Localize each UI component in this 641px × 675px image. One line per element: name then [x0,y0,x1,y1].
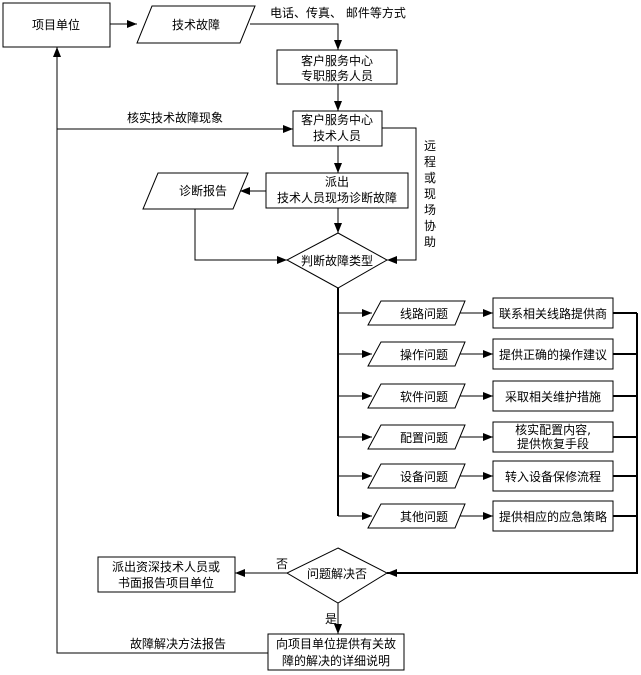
node-escalate: 派出资深技术人员或 书面报告项目单位 [97,556,236,593]
action-label: 采取相关维护措施 [505,390,601,404]
connectors [53,20,638,654]
solution-report-label: 故障解决方法报告 [130,636,226,651]
remote-char: 协 [424,218,436,233]
no-label: 否 [276,557,288,571]
problem-parallelogram [367,341,466,367]
action-label: 提供相应的应急策略 [499,509,607,524]
node-resolved: 问题解决否 [285,547,389,604]
remote-char: 场 [424,203,436,217]
problem-parallelogram [367,503,466,529]
problem-label: 设备问题 [400,470,448,484]
cs-dedicated-line2: 专职服务人员 [301,68,373,83]
problem-label: 配置问题 [400,431,448,445]
action-label: 提供恢复手段 [517,436,589,451]
branch-row: 其他问题 提供相应的应急策略 [338,500,637,532]
resolved-label: 问题解决否 [307,567,367,581]
action-box [492,460,614,492]
diagnosis-report-label: 诊断报告 [179,183,227,198]
action-label: 提供正确的操作建议 [499,347,607,362]
action-label: 转入设备保修流程 [505,469,601,484]
remote-assist-label: 远程或现场协助 [424,139,436,249]
node-project-unit: 项目单位 [2,2,111,48]
problem-parallelogram [367,463,466,489]
node-cs-technical: 客户服务中心 技术人员 [292,110,383,147]
action-label: 联系相关线路提供商 [499,306,607,321]
action-box [492,500,614,532]
problem-label: 软件问题 [400,390,448,404]
branch-row: 操作问题 提供正确的操作建议 [338,338,637,370]
problem-parallelogram [367,424,466,450]
node-judge-type: 判断故障类型 [285,232,389,289]
action-box [492,380,614,412]
problem-label: 操作问题 [400,347,448,362]
cs-technical-line2: 技术人员 [313,129,361,143]
arrow-report-to-unit [53,47,268,654]
action-box [492,338,614,370]
escalate-line2: 书面报告项目单位 [118,575,214,590]
problem-parallelogram [367,383,466,409]
arrow-remote [382,127,417,264]
branch-row: 配置问题 核实配置内容,提供恢复手段 [338,421,637,453]
explain-line2: 障的解决的详细说明 [282,653,390,668]
remote-char: 现 [424,187,436,201]
dispatch-line2: 技术人员现场诊断故障 [277,190,397,205]
remote-char: 远 [424,139,436,153]
tech-fault-label: 技术故障 [172,17,220,32]
arrow-fault-to-cs [250,23,342,50]
node-dispatch: 派出 技术人员现场诊断故障 [265,172,409,209]
node-diagnosis-report: 诊断报告 [142,172,249,210]
problem-parallelogram [367,300,466,326]
contact-methods-label: 电话、传真、 邮件等方式 [270,5,406,20]
dispatch-line1: 派出 [325,175,349,189]
escalate-line1: 派出资深技术人员或 [112,560,220,574]
problem-label: 其他问题 [400,510,448,524]
remote-char: 或 [424,171,436,185]
branch-row: 线路问题 联系相关线路提供商 [338,297,637,329]
node-cs-dedicated: 客户服务中心 专职服务人员 [276,49,398,85]
action-label: 核实配置内容, [515,422,591,437]
node-explain: 向项目单位提供有关故 障的解决的详细说明 [267,633,405,671]
remote-char: 助 [424,235,436,249]
node-tech-fault: 技术故障 [136,5,256,44]
problem-label: 线路问题 [400,306,448,321]
cs-technical-line1: 客户服务中心 [301,112,373,127]
arrow-merge-to-resolved [387,313,638,577]
remote-char: 程 [424,154,436,169]
branch-row: 设备问题 转入设备保修流程 [338,460,637,492]
judge-type-label: 判断故障类型 [301,253,373,268]
yes-label: 是 [325,612,337,626]
project-unit-label: 项目单位 [32,17,80,32]
arrow-report-to-judge [194,209,287,264]
branch-row: 软件问题 采取相关维护措施 [338,380,637,412]
cs-dedicated-line1: 客户服务中心 [301,53,373,68]
explain-line1: 向项目单位提供有关故 [276,636,396,651]
verify-label: 核实技术故障现象 [127,110,223,125]
